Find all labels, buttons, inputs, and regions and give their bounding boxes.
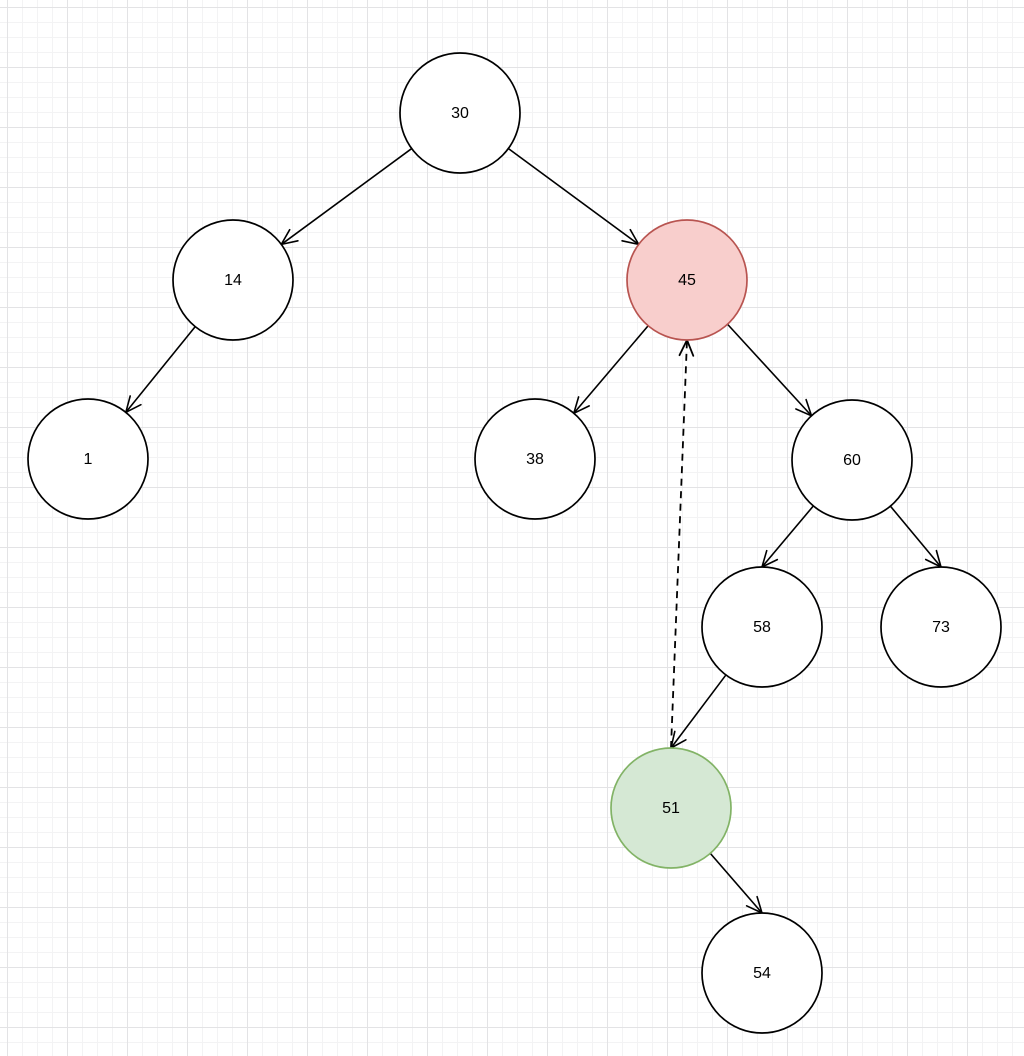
tree-node-1[interactable]: 1 [27,398,149,520]
tree-node-45[interactable]: 45 [626,219,748,341]
tree-node-14[interactable]: 14 [172,219,294,341]
tree-node-73[interactable]: 73 [880,566,1002,688]
node-circle-default [791,399,913,521]
edge-30-to-45[interactable] [507,147,640,246]
connector-line [670,674,727,749]
tree-node-38[interactable]: 38 [474,398,596,520]
edge-30-to-14[interactable] [280,147,413,246]
edge-14-to-1[interactable] [125,326,196,414]
node-label: 60 [843,452,861,469]
connector-line [507,147,640,246]
node-circle-highlighted-red [626,219,748,341]
connector-line [573,325,649,414]
node-label: 30 [451,105,469,122]
edge-45-to-60[interactable] [726,323,813,417]
tree-node-58[interactable]: 58 [701,566,823,688]
nodes-layer: 30 14 45 1 38 60 58 73 51 54 [27,52,1002,1034]
tree-node-54[interactable]: 54 [701,912,823,1034]
node-circle-default [701,912,823,1034]
connector-line [761,505,814,568]
node-circle-default [172,219,294,341]
node-circle-default [701,566,823,688]
node-label: 1 [84,451,93,468]
edge-51-to-54[interactable] [709,852,763,914]
tree-node-60[interactable]: 60 [791,399,913,521]
connector-line [125,326,196,413]
edge-51-to-45[interactable] [670,339,695,749]
node-circle-default [880,566,1002,688]
node-circle-default [474,398,596,520]
node-label: 73 [932,619,950,636]
connector-line [889,505,942,568]
node-label: 45 [678,272,696,289]
edge-45-to-38[interactable] [573,325,649,415]
edge-60-to-73[interactable] [889,505,942,568]
dashed-connector-line [670,339,688,749]
node-label: 14 [224,272,242,289]
node-label: 54 [753,965,771,982]
edge-58-to-51[interactable] [670,674,727,749]
connector-line [709,852,763,914]
node-circle-default [399,52,521,174]
node-circle-highlighted-green [610,747,732,869]
tree-node-51[interactable]: 51 [610,747,732,869]
node-circle-default [27,398,149,520]
connector-line [280,147,413,246]
node-label: 58 [753,619,771,636]
tree-node-30[interactable]: 30 [399,52,521,174]
node-label: 51 [662,800,680,817]
edges-layer [125,147,942,914]
edge-60-to-58[interactable] [761,505,814,568]
node-label: 38 [526,451,544,468]
connector-line [726,323,813,417]
